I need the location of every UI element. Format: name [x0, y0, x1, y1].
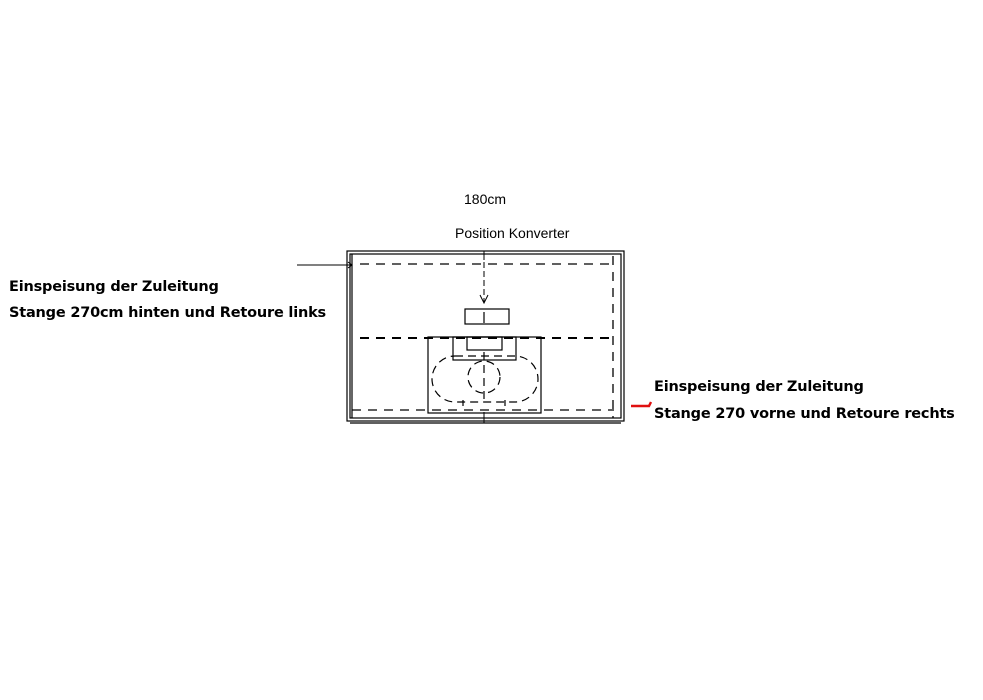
right-note-line1: Einspeisung der Zuleitung [654, 379, 864, 395]
right-note-line2: Stange 270 vorne und Retoure rechts [654, 406, 955, 422]
right-feed-marker [631, 401, 653, 408]
left-note-line2: Stange 270cm hinten und Retoure links [9, 305, 326, 321]
outer-frame [346, 250, 625, 424]
converter-position-label: Position Konverter [455, 225, 570, 241]
left-feed-line [297, 261, 353, 269]
converter-arrow [479, 294, 489, 305]
dashed-rails [352, 256, 614, 418]
appliance-dashed-oval [431, 352, 539, 403]
converter-box [464, 308, 510, 325]
left-note-line1: Einspeisung der Zuleitung [9, 279, 219, 295]
width-dimension-label: 180cm [464, 191, 507, 207]
